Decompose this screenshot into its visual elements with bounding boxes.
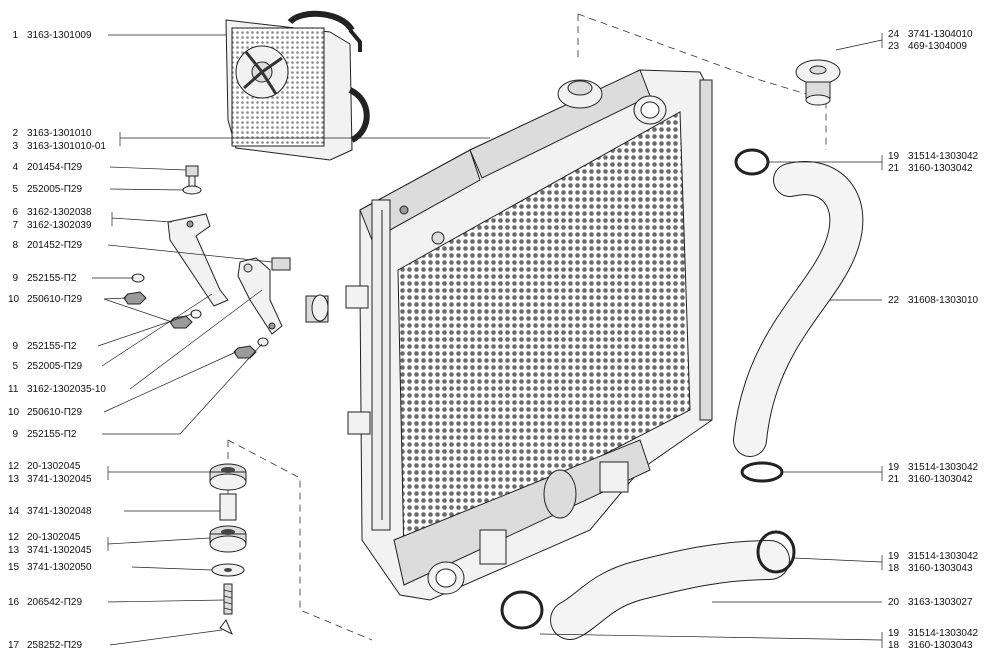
leader-lines-right [539, 33, 883, 648]
upper-hose [733, 148, 864, 483]
leader-lines-left [92, 34, 490, 646]
rubber-mount-stack [209, 463, 247, 636]
mounting-brackets [123, 165, 329, 359]
radiator [345, 69, 713, 601]
fan-radiator-assembly [225, 10, 370, 161]
lower-hose [500, 530, 796, 640]
radiator-cap [795, 59, 841, 106]
